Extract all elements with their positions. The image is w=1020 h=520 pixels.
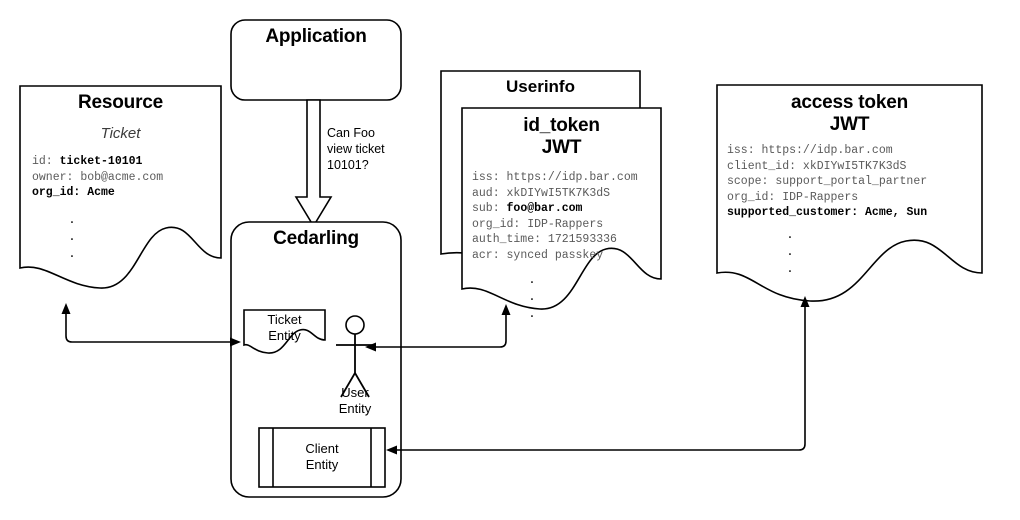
resource-title: Resource — [78, 92, 163, 113]
claim-value: 1721593336 — [547, 233, 617, 247]
claim-key: org_id: — [32, 186, 88, 200]
connector-idtoken-user — [365, 304, 511, 352]
claim-key: client_id: — [727, 159, 803, 173]
connector-accesstoken-client — [386, 296, 810, 455]
client-entity-component-shape — [258, 427, 386, 488]
claim-value: Acme, Sun — [865, 206, 928, 220]
user-entity-stick-figure — [336, 315, 374, 398]
claim-key: iss: — [727, 144, 762, 157]
claim-row: iss: https://idp.bar.com — [727, 143, 927, 159]
application-title: Application — [265, 26, 367, 47]
claim-row: client_id: xkDIYwI5TK7K3dS — [727, 159, 927, 175]
claim-key: auth_time: — [472, 233, 548, 247]
resource-card-shape — [19, 85, 222, 289]
claim-row: scope: support_portal_partner — [727, 174, 927, 190]
id-token-card-shape — [461, 107, 662, 310]
claim-row: supported_customer: Acme, Sun — [727, 205, 927, 221]
access-token-card-shape — [716, 84, 983, 302]
claim-row: iss: https://idp.bar.com — [472, 170, 638, 186]
connector-resource-ticket — [61, 303, 241, 347]
claim-row: acr: synced passkey — [472, 248, 638, 264]
claim-value: xkDIYwI5TK7K3dS — [802, 159, 907, 173]
claim-key: iss: — [472, 171, 507, 184]
claim-value: IDP-Rappers — [527, 217, 604, 231]
claim-key: aud: — [472, 186, 507, 200]
cedarling-title: Cedarling — [273, 228, 359, 249]
claim-value: foo@bar.com — [506, 202, 583, 216]
claim-value: https://idp.bar.com — [761, 144, 893, 157]
userinfo-title: Userinfo — [506, 77, 575, 96]
claim-key: org_id: — [472, 217, 528, 231]
claim-row: org_id: IDP-Rappers — [727, 190, 927, 206]
claim-value: synced passkey — [506, 248, 604, 262]
claim-key: scope: — [727, 175, 776, 189]
id-token-ellipsis: ... — [528, 273, 536, 321]
claim-key: org_id: — [727, 190, 783, 204]
request-block-arrow-shape — [294, 99, 333, 228]
access-token-ellipsis: ... — [786, 228, 794, 276]
claim-row: aud: xkDIYwI5TK7K3dS — [472, 186, 638, 202]
claim-key: sub: — [472, 202, 507, 216]
claim-value: ticket-10101 — [59, 155, 143, 168]
claim-row: owner: bob@acme.com — [32, 170, 163, 186]
claim-value: IDP-Rappers — [782, 190, 859, 204]
claim-key: owner: — [32, 170, 81, 184]
claim-key: acr: — [472, 248, 507, 262]
claim-key: id: — [32, 155, 60, 168]
claim-row: org_id: IDP-Rappers — [472, 217, 638, 233]
claim-value: support_portal_partner — [775, 175, 928, 189]
claim-row: id: ticket-10101 — [32, 154, 163, 170]
claim-row: auth_time: 1721593336 — [472, 232, 638, 248]
resource-subtitle: Ticket — [100, 125, 141, 142]
resource-ellipsis: ... — [68, 213, 76, 261]
ticket-entity-shape — [243, 309, 326, 354]
claim-value: xkDIYwI5TK7K3dS — [506, 186, 611, 200]
claim-row: sub: foo@bar.com — [472, 201, 638, 217]
claim-value: Acme — [87, 186, 115, 200]
claim-row: org_id: Acme — [32, 185, 163, 201]
claim-value: bob@acme.com — [80, 170, 164, 184]
claim-value: https://idp.bar.com — [506, 171, 638, 184]
claim-key: supported_customer: — [727, 206, 866, 220]
